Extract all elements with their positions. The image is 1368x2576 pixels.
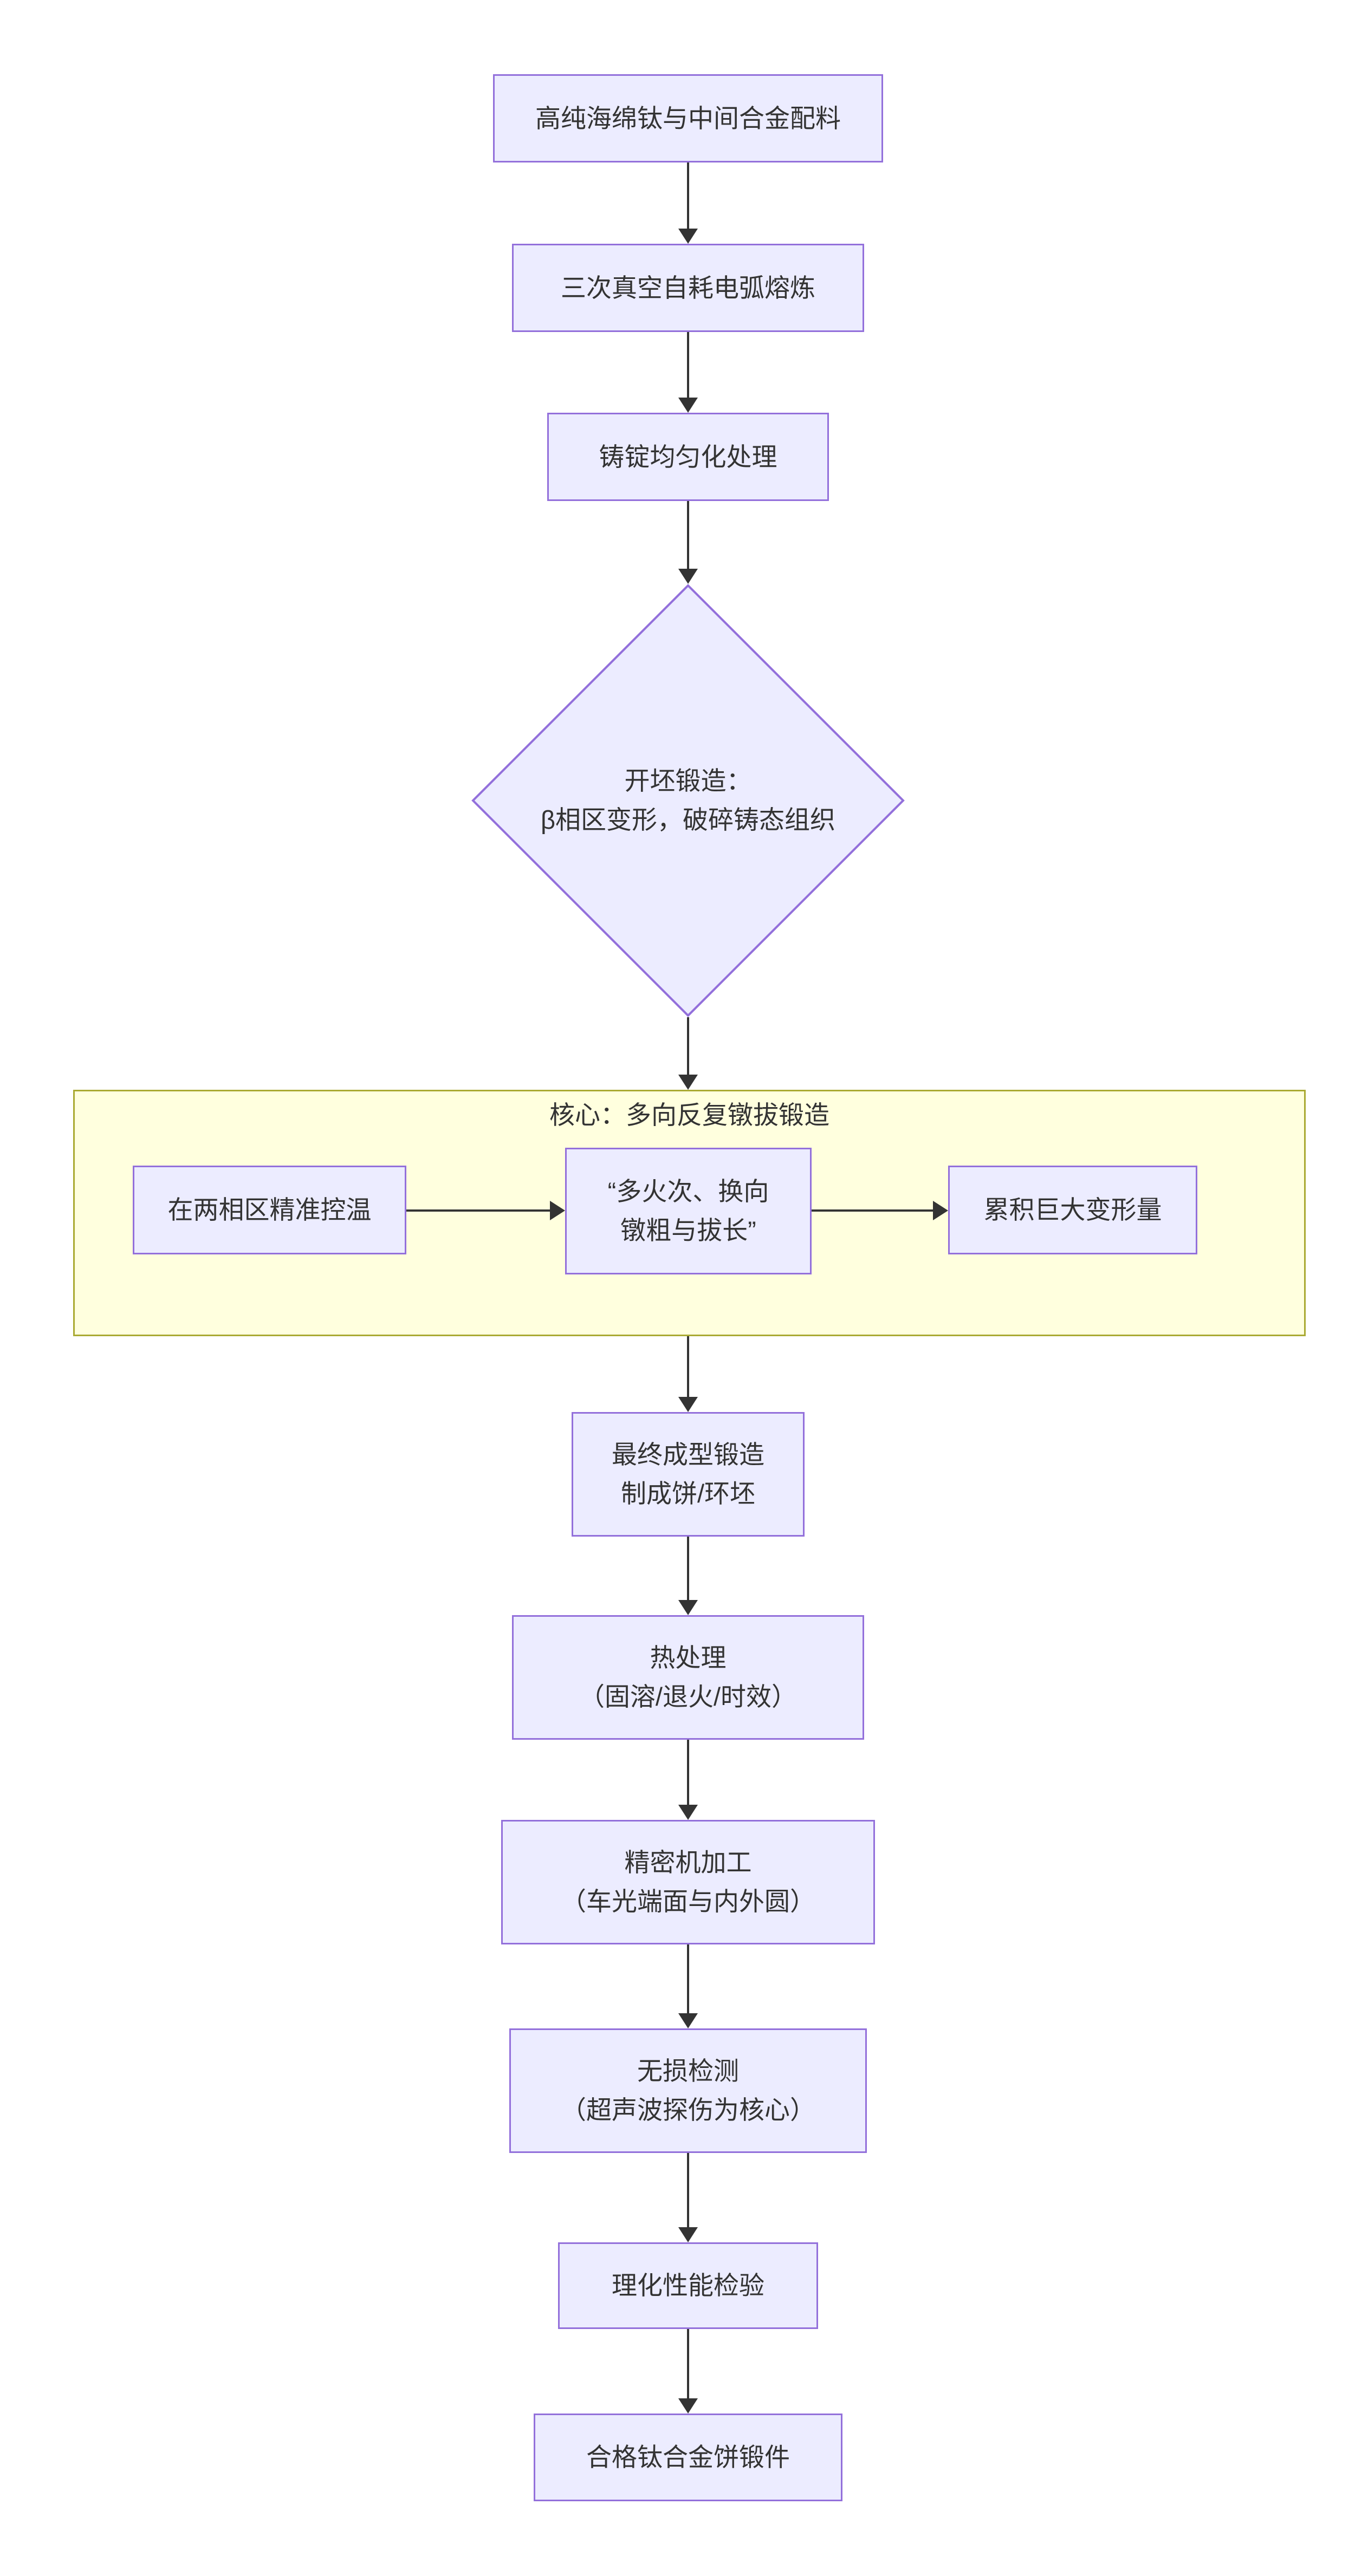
flow-arrow-head xyxy=(678,1397,698,1412)
node-precision-machining: 精密机加工 （车光端面与内外圆） xyxy=(501,1820,875,1944)
node-label: 理化性能检验 xyxy=(612,2271,764,2300)
node-raw-material: 高纯海绵钛与中间合金配料 xyxy=(493,74,883,162)
node-label-line2: 镦粗与拔长” xyxy=(620,1216,756,1245)
flow-arrow-head xyxy=(678,398,698,413)
node-label-line1: 热处理 xyxy=(650,1643,727,1672)
flow-arrow-line xyxy=(687,332,689,398)
flow-arrow-line xyxy=(687,501,689,569)
flow-arrow-line xyxy=(812,1209,933,1212)
node-ndt-inspection: 无损检测 （超声波探伤为核心） xyxy=(509,2028,867,2153)
flow-arrow-line xyxy=(687,2153,689,2227)
node-multi-heat-upsetting-drawing: “多火次、换向 镦粗与拔长” xyxy=(565,1148,812,1274)
node-label-line2: （超声波探伤为核心） xyxy=(561,2096,815,2124)
node-final-forging: 最终成型锻造 制成饼/环坯 xyxy=(572,1412,805,1537)
node-qualified-forging: 合格钛合金饼锻件 xyxy=(534,2414,842,2501)
node-heat-treatment: 热处理 （固溶/退火/时效） xyxy=(512,1615,864,1740)
decision-label-line2: β相区变形，破碎铸态组织 xyxy=(540,805,836,834)
node-label: 累积巨大变形量 xyxy=(983,1195,1162,1224)
flow-arrow-line xyxy=(687,1537,689,1600)
node-label: 在两相区精准控温 xyxy=(167,1195,372,1224)
node-label-line2: （固溶/退火/时效） xyxy=(579,1682,798,1711)
flow-arrow-head xyxy=(678,1805,698,1820)
flow-arrow-head xyxy=(678,2013,698,2028)
node-property-inspection: 理化性能检验 xyxy=(558,2242,818,2329)
flow-arrow-head xyxy=(678,1600,698,1615)
diamond-shape xyxy=(471,584,905,1017)
node-label: 高纯海绵钛与中间合金配料 xyxy=(535,103,841,133)
flow-arrow-line xyxy=(687,1017,689,1075)
node-label-line1: 无损检测 xyxy=(637,2057,739,2085)
node-label-line1: 精密机加工 xyxy=(624,1848,752,1877)
node-label-line1: “多火次、换向 xyxy=(607,1177,769,1206)
flow-arrow-head xyxy=(678,1075,698,1090)
decision-label-line1: 开坯锻造： xyxy=(624,766,752,795)
flow-arrow-line xyxy=(687,2329,689,2398)
flow-arrow-line xyxy=(687,1740,689,1805)
flow-arrow-line xyxy=(687,162,689,229)
decision-label: 开坯锻造： β相区变形，破碎铸态组织 xyxy=(471,584,905,1017)
subgraph-title: 核心：多向反复镦拔锻造 xyxy=(549,1101,829,1129)
node-label: 铸锭均匀化处理 xyxy=(599,442,777,471)
node-label: 三次真空自耗电弧熔炼 xyxy=(561,273,815,302)
flow-arrow-line xyxy=(406,1209,550,1212)
flow-arrow-head xyxy=(678,2398,698,2414)
decision-cogging-forging: 开坯锻造： β相区变形，破碎铸态组织 xyxy=(471,584,905,1017)
flow-arrow-head xyxy=(678,229,698,244)
node-accumulated-deformation: 累积巨大变形量 xyxy=(948,1166,1197,1254)
node-label-line1: 最终成型锻造 xyxy=(612,1440,764,1469)
node-temperature-control: 在两相区精准控温 xyxy=(133,1166,406,1254)
flow-arrow-head xyxy=(550,1201,565,1220)
node-label: 合格钛合金饼锻件 xyxy=(586,2443,790,2471)
flow-arrow-head xyxy=(678,2227,698,2242)
flow-arrow-line xyxy=(687,1944,689,2013)
flow-arrow-head xyxy=(678,569,698,584)
flow-arrow-head xyxy=(933,1201,948,1220)
node-label-line2: 制成饼/环坯 xyxy=(620,1479,756,1508)
node-vacuum-arc-melting: 三次真空自耗电弧熔炼 xyxy=(512,244,864,332)
node-label-line2: （车光端面与内外圆） xyxy=(561,1887,815,1916)
node-homogenization: 铸锭均匀化处理 xyxy=(547,413,829,501)
flow-arrow-line xyxy=(687,1336,689,1397)
